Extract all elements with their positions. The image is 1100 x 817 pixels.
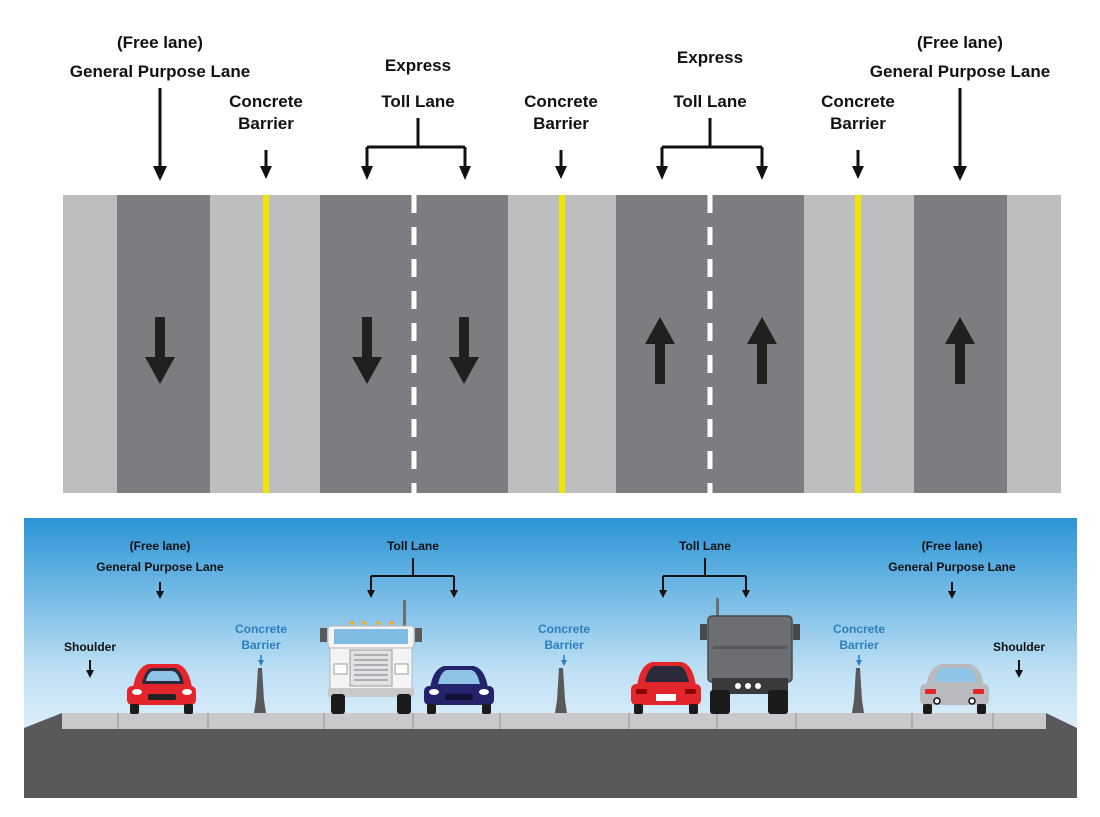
cs-barrier-center-pointer-icon <box>561 655 567 666</box>
gp-right-label-line2: General Purpose Lane <box>870 62 1050 81</box>
road-deck <box>62 713 1046 729</box>
concrete-barrier-icon <box>254 668 266 713</box>
arrow-down-icon <box>352 317 382 384</box>
arrow-down-icon <box>145 317 175 384</box>
cs-barrier-center-label-line1: Concrete <box>538 622 590 636</box>
express-right-label-line1: Express <box>677 48 743 67</box>
barrier-right-label-line1: Concrete <box>821 92 895 111</box>
cs-barrier-right-pointer-icon <box>856 655 862 666</box>
cs-barrier-left-label-line2: Barrier <box>241 638 281 652</box>
cs-toll-right-bracket-icon <box>659 558 750 598</box>
cs-gp-left-label-line1: (Free lane) <box>130 539 191 553</box>
gp-right-label-line1: (Free lane) <box>917 33 1003 52</box>
plan-view-road <box>63 195 1061 493</box>
arrow-up-icon <box>747 317 777 384</box>
express-right-bracket-icon <box>656 118 768 180</box>
barrier-right-label-line2: Barrier <box>830 114 886 133</box>
vehicles <box>127 598 989 714</box>
barrier-left-label-line1: Concrete <box>229 92 303 111</box>
plan-view-labels: (Free lane) General Purpose Lane Concret… <box>70 33 1050 181</box>
gray-truck-rear <box>700 598 800 714</box>
barrier-left-label-line2: Barrier <box>238 114 294 133</box>
express-left-bracket-icon <box>361 118 471 180</box>
concrete-barrier-icon <box>852 668 864 713</box>
cs-barrier-right-label-line2: Barrier <box>839 638 879 652</box>
express-left-label-line1: Express <box>385 56 451 75</box>
cs-barrier-right-label-line1: Concrete <box>833 622 885 636</box>
gp-left-label-line2: General Purpose Lane <box>70 62 250 81</box>
arrow-up-icon <box>645 317 675 384</box>
barrier-center-pointer-icon <box>555 150 567 179</box>
road-deck-joints <box>117 713 994 729</box>
cs-gp-right-label-line1: (Free lane) <box>922 539 983 553</box>
cs-barrier-left-pointer-icon <box>258 655 264 666</box>
red-car-front <box>127 664 196 714</box>
gp-left-pointer-icon <box>153 88 167 181</box>
silver-car-rear <box>920 664 989 714</box>
ground <box>24 713 1077 798</box>
cs-shoulder-left-pointer-icon <box>86 660 94 678</box>
cs-toll-left-bracket-icon <box>367 558 458 598</box>
cs-gp-right-label-line2: General Purpose Lane <box>888 560 1016 574</box>
cs-gp-right-pointer-icon <box>948 582 956 599</box>
navy-car-front <box>424 666 494 714</box>
gp-right-pointer-icon <box>953 88 967 181</box>
cs-gp-left-pointer-icon <box>156 582 164 599</box>
cs-toll-right-label: Toll Lane <box>679 539 731 553</box>
red-car-rear <box>631 662 701 714</box>
barrier-left-pointer-icon <box>260 150 272 179</box>
barrier-center-label-line1: Concrete <box>524 92 598 111</box>
express-right-label-line2: Toll Lane <box>673 92 746 111</box>
concrete-barrier-line-right <box>855 195 861 493</box>
white-truck-front <box>320 600 422 714</box>
concrete-barrier-line-left <box>263 195 269 493</box>
cs-shoulder-right-label: Shoulder <box>993 640 1045 654</box>
gp-left-label-line1: (Free lane) <box>117 33 203 52</box>
express-left-label-line2: Toll Lane <box>381 92 454 111</box>
cs-shoulder-right-pointer-icon <box>1015 660 1023 678</box>
barrier-center-label-line2: Barrier <box>533 114 589 133</box>
concrete-barrier-icon <box>555 668 567 713</box>
concrete-barrier-line-center <box>559 195 565 493</box>
cs-barrier-left-label-line1: Concrete <box>235 622 287 636</box>
barrier-right-pointer-icon <box>852 150 864 179</box>
cross-section-scene: (Free lane) General Purpose Lane Shoulde… <box>24 518 1077 798</box>
cs-barrier-center-label-line2: Barrier <box>544 638 584 652</box>
cs-toll-left-label: Toll Lane <box>387 539 439 553</box>
arrow-up-icon <box>945 317 975 384</box>
cs-gp-left-label-line2: General Purpose Lane <box>96 560 224 574</box>
cs-shoulder-left-label: Shoulder <box>64 640 116 654</box>
arrow-down-icon <box>449 317 479 384</box>
cross-section-labels: (Free lane) General Purpose Lane Shoulde… <box>64 539 1045 678</box>
